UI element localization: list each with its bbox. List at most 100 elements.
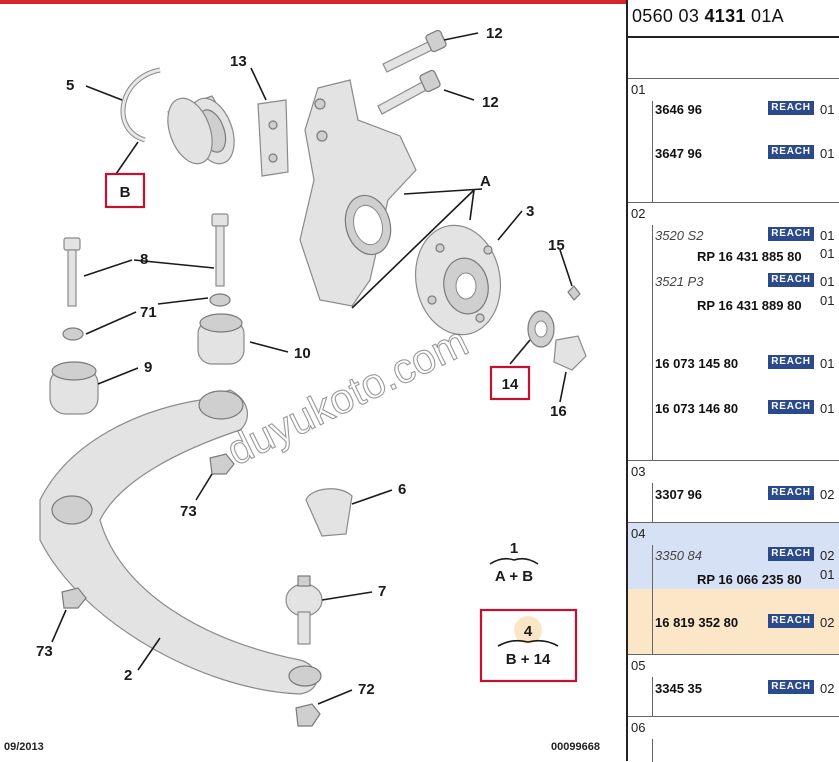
group-divider — [652, 225, 653, 461]
group-divider — [652, 677, 653, 717]
parts-row[interactable]: 16 073 145 80 REACH 01 — [655, 355, 839, 373]
callout-5: 5 — [66, 77, 74, 94]
bushing-10-drawing — [197, 313, 245, 365]
wheel-bearing-drawing — [167, 95, 235, 165]
group-divider — [652, 739, 653, 762]
reach-badge[interactable]: REACH — [768, 355, 814, 369]
parts-row[interactable]: 3646 96 REACH 01 — [655, 101, 839, 119]
quantity: 02 — [820, 548, 835, 563]
nut-73-upper-drawing — [209, 453, 235, 475]
callout-16: 16 — [550, 403, 567, 420]
circlip-drawing — [120, 67, 161, 143]
quantity: 01 — [820, 356, 835, 371]
reach-badge[interactable]: REACH — [768, 614, 814, 628]
replacement-part-number: RP 16 066 235 80 — [697, 572, 802, 587]
bolt-upper-drawing — [382, 29, 447, 73]
callout-6: 6 — [398, 481, 406, 498]
callout-9: 9 — [144, 359, 152, 376]
part-number: 3647 96 — [655, 146, 702, 161]
footer-reference: 00099668 — [551, 741, 600, 753]
document-reference-prefix: 0560 03 — [632, 6, 705, 26]
callout-12-lower: 12 — [482, 94, 499, 111]
leader-lines — [51, 32, 573, 705]
bolt-lower-drawing — [377, 69, 441, 115]
part-number: 3646 96 — [655, 102, 702, 117]
formula-4-expr: B + 14 — [506, 651, 551, 668]
bushing-9-drawing — [49, 361, 99, 415]
top-accent-bar — [0, 0, 626, 4]
part-number: 16 819 352 80 — [655, 615, 739, 630]
reach-badge[interactable]: REACH — [768, 400, 814, 414]
parts-row[interactable]: 3307 96 REACH 02 — [655, 486, 839, 504]
parts-row[interactable]: 3520 S2 REACH 01 — [655, 227, 839, 245]
callout-73-lower: 73 — [36, 643, 53, 660]
parts-row[interactable]: 16 819 352 80 REACH 02 — [655, 614, 839, 632]
callout-72: 72 — [358, 681, 375, 698]
washer-right-drawing — [209, 293, 231, 307]
group-divider — [652, 101, 653, 203]
parts-group-02: 02 3520 S2 REACH 01 RP 16 431 885 80 01 … — [628, 202, 839, 461]
parts-group-01: 01 3646 96 REACH 01 3647 96 REACH 01 — [628, 78, 839, 203]
document-reference-suffix: 01A — [745, 6, 784, 26]
quantity: 02 — [820, 487, 835, 502]
diagram-canvas: 12 12 13 5 A 3 15 8 71 10 9 16 73 6 7 73… — [36, 25, 587, 727]
bracket-drawing — [257, 99, 289, 177]
reach-badge[interactable]: REACH — [768, 547, 814, 561]
hub-nut-drawing — [527, 310, 555, 348]
header-divider — [628, 36, 839, 38]
quantity: 01 — [820, 146, 835, 161]
lock-cap-drawing — [553, 285, 587, 371]
washer-left-drawing — [62, 327, 84, 341]
quantity: 01 — [820, 228, 835, 243]
group-number: 03 — [631, 464, 646, 479]
parts-list-panel: 0560 03 4131 01A 01 3646 96 REACH 01 364… — [626, 0, 839, 762]
group-divider — [652, 545, 653, 655]
formula-1: 1 A + B — [489, 540, 539, 585]
callout-12-upper: 12 — [486, 25, 503, 42]
quantity: 01 — [820, 401, 835, 416]
bolt-8-drawing — [63, 237, 81, 307]
watermark-text: duyukoto.com — [219, 317, 475, 474]
reach-badge[interactable]: REACH — [768, 273, 814, 287]
quantity: 01 — [820, 102, 835, 117]
formula-4[interactable]: 4 B + 14 — [479, 608, 578, 683]
group-number: 02 — [631, 206, 646, 221]
reach-badge[interactable]: REACH — [768, 486, 814, 500]
reach-badge[interactable]: REACH — [768, 101, 814, 115]
group-number: 06 — [631, 720, 646, 735]
highlight-14[interactable]: 14 — [489, 365, 531, 401]
replacement-part-number: RP 16 431 889 80 — [697, 298, 802, 313]
highlight-b[interactable]: B — [104, 172, 146, 209]
sleeve-drawing — [305, 488, 353, 537]
parts-group-04: 04 3350 84 REACH 02 RP 16 066 235 80 01 … — [628, 522, 839, 655]
reach-badge[interactable]: REACH — [768, 145, 814, 159]
nut-73-lower-drawing — [61, 587, 87, 609]
formula-1-brace — [489, 557, 539, 565]
lower-arm-drawing — [39, 389, 322, 695]
highlight-b-label: B — [120, 184, 131, 201]
replacement-quantity: 01 — [820, 567, 835, 582]
parts-row[interactable]: 3521 P3 REACH 01 — [655, 273, 839, 291]
wheel-hub-drawing — [414, 224, 502, 336]
callout-2: 2 — [124, 667, 132, 684]
part-number: 3345 35 — [655, 681, 702, 696]
reach-badge[interactable]: REACH — [768, 680, 814, 694]
parts-row[interactable]: 3345 35 REACH 02 — [655, 680, 839, 698]
quantity: 02 — [820, 681, 835, 696]
group-divider — [652, 483, 653, 523]
quantity: 01 — [820, 274, 835, 289]
parts-row[interactable]: 3647 96 REACH 01 — [655, 145, 839, 163]
group-number: 05 — [631, 658, 646, 673]
callout-73-upper: 73 — [180, 503, 197, 520]
part-number: 3521 P3 — [655, 274, 704, 289]
ball-joint-drawing — [285, 575, 323, 645]
replacement-quantity: 01 — [820, 246, 835, 261]
part-number: 16 073 145 80 — [655, 356, 739, 371]
part-number: 3307 96 — [655, 487, 702, 502]
formula-1-num: 1 — [510, 540, 518, 557]
parts-group-05: 05 3345 35 REACH 02 — [628, 654, 839, 717]
parts-group-03: 03 3307 96 REACH 02 — [628, 460, 839, 523]
reach-badge[interactable]: REACH — [768, 227, 814, 241]
parts-row[interactable]: 3350 84 REACH 02 — [655, 547, 839, 565]
parts-row[interactable]: 16 073 146 80 REACH 01 — [655, 400, 839, 418]
